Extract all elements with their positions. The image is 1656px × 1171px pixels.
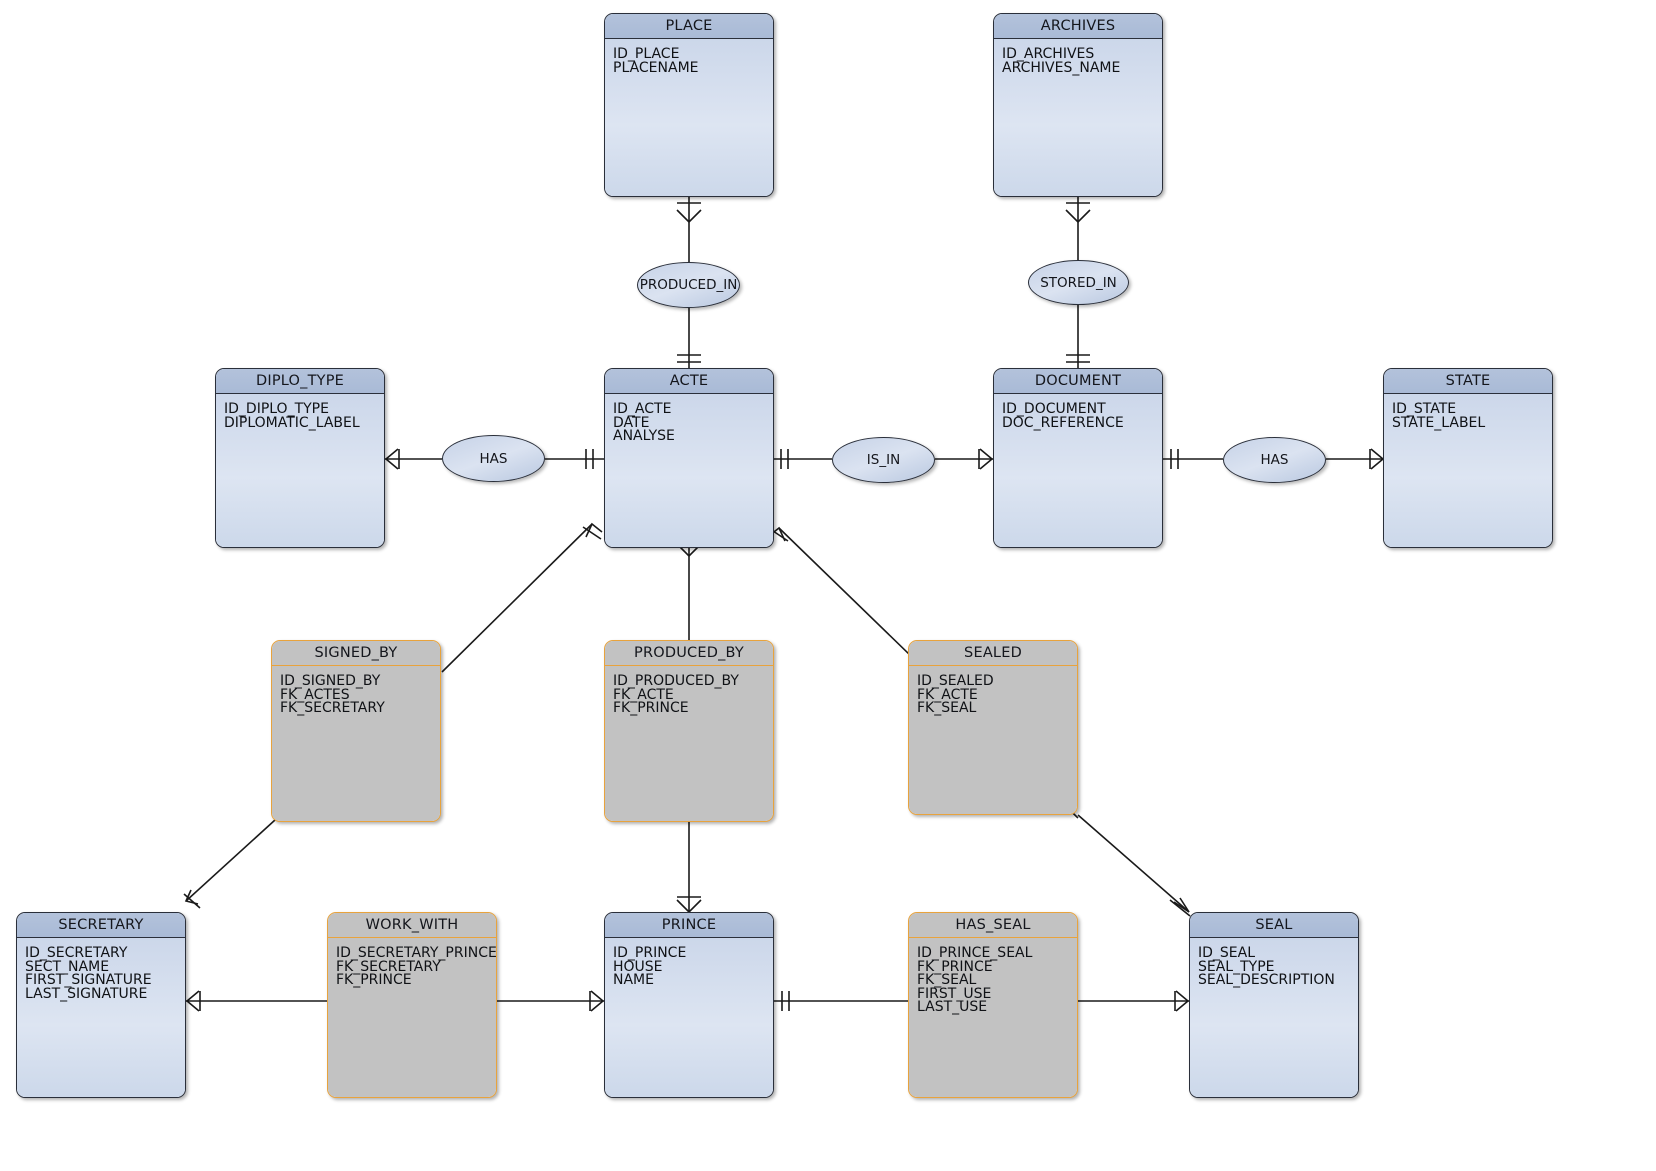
attribute: ID_SEAL	[1198, 945, 1256, 961]
attribute: ID_SECRETARY	[25, 945, 128, 961]
attribute: FK_ACTE	[917, 686, 978, 703]
entity-title-acte: ACTE	[605, 369, 773, 394]
attribute: ID_PLACE	[613, 46, 680, 62]
attribute: FIRST_SIGNATURE	[25, 972, 152, 989]
edge-sealed-seal	[1077, 814, 1190, 913]
attribute: DATE	[613, 414, 650, 431]
entity-title-seal: SEAL	[1190, 913, 1358, 938]
attribute: ID_PRODUCED_BY	[613, 673, 739, 689]
attribute: ANALYSE	[613, 428, 675, 445]
attribute: ID_ACTE	[613, 401, 672, 417]
attribute: FK_SEAL	[917, 972, 977, 989]
relationship-label: PRODUCED_IN	[639, 277, 738, 293]
attribute: ARCHIVES_NAME	[1002, 59, 1121, 76]
attribute: SEAL_DESCRIPTION	[1198, 972, 1335, 989]
relationship-is_in[interactable]: IS_IN	[832, 437, 935, 483]
entity-title-archives: ARCHIVES	[994, 14, 1162, 39]
attribute: FIRST_USE	[917, 985, 992, 1002]
relationship-label: STORED_IN	[1040, 274, 1117, 291]
attribute: LAST_SIGNATURE	[25, 985, 148, 1002]
entity-title-secretary: SECRETARY	[17, 913, 185, 938]
relationship-has_diplo[interactable]: HAS	[442, 435, 545, 482]
attribute: ID_DOCUMENT	[1002, 401, 1106, 417]
attribute: ID_DIPLO_TYPE	[224, 401, 329, 417]
attribute: SECT_NAME	[25, 958, 110, 975]
attribute: ID_SIGNED_BY	[280, 673, 381, 689]
attribute: FK_SEAL	[917, 700, 977, 717]
relationship-label: IS_IN	[866, 452, 901, 468]
attribute: FK_SECRETARY	[336, 958, 441, 975]
attribute: LAST_USE	[917, 999, 988, 1016]
attribute: STATE_LABEL	[1392, 414, 1486, 431]
attribute: DIPLOMATIC_LABEL	[224, 414, 360, 431]
attribute: FK_PRINCE	[336, 972, 412, 989]
entity-title-produced_by: PRODUCED_BY	[605, 641, 773, 666]
attribute: ID_SECRETARY_PRINCE	[336, 945, 497, 961]
entity-title-work_with: WORK_WITH	[328, 913, 496, 938]
relationship-has_state[interactable]: HAS	[1223, 437, 1326, 483]
edge-signed_by-secretary	[185, 819, 276, 902]
attribute: SEAL_TYPE	[1198, 958, 1275, 975]
entity-title-prince: PRINCE	[605, 913, 773, 938]
attribute: ID_ARCHIVES	[1002, 46, 1095, 62]
entity-title-diplo_type: DIPLO_TYPE	[216, 369, 384, 394]
attribute: FK_SECRETARY	[280, 700, 385, 717]
attribute: ID_SEALED	[917, 673, 994, 689]
entity-title-state: STATE	[1384, 369, 1552, 394]
entity-title-signed_by: SIGNED_BY	[272, 641, 440, 666]
entity-title-has_seal: HAS_SEAL	[909, 913, 1077, 938]
attribute: FK_ACTES	[280, 686, 350, 703]
edge-acte-signed_by	[441, 523, 593, 673]
relationship-label: HAS	[1260, 452, 1289, 468]
relationship-label: HAS	[479, 450, 508, 467]
attribute: ID_PRINCE	[613, 945, 687, 961]
attribute: FK_ACTE	[613, 686, 674, 703]
entity-title-document: DOCUMENT	[994, 369, 1162, 394]
attribute: HOUSE	[613, 958, 663, 975]
attribute: ID_PRINCE_SEAL	[917, 945, 1033, 961]
relationship-stored_in[interactable]: STORED_IN	[1028, 260, 1129, 305]
entity-title-sealed: SEALED	[909, 641, 1077, 666]
relationship-produced_in[interactable]: PRODUCED_IN	[637, 262, 740, 308]
attribute: DOC_REFERENCE	[1002, 414, 1124, 431]
attribute: FK_PRINCE	[613, 700, 689, 717]
attribute: NAME	[613, 972, 654, 989]
entity-title-place: PLACE	[605, 14, 773, 39]
attribute: PLACENAME	[613, 59, 699, 76]
attribute: ID_STATE	[1392, 401, 1457, 417]
attribute: FK_PRINCE	[917, 958, 993, 975]
